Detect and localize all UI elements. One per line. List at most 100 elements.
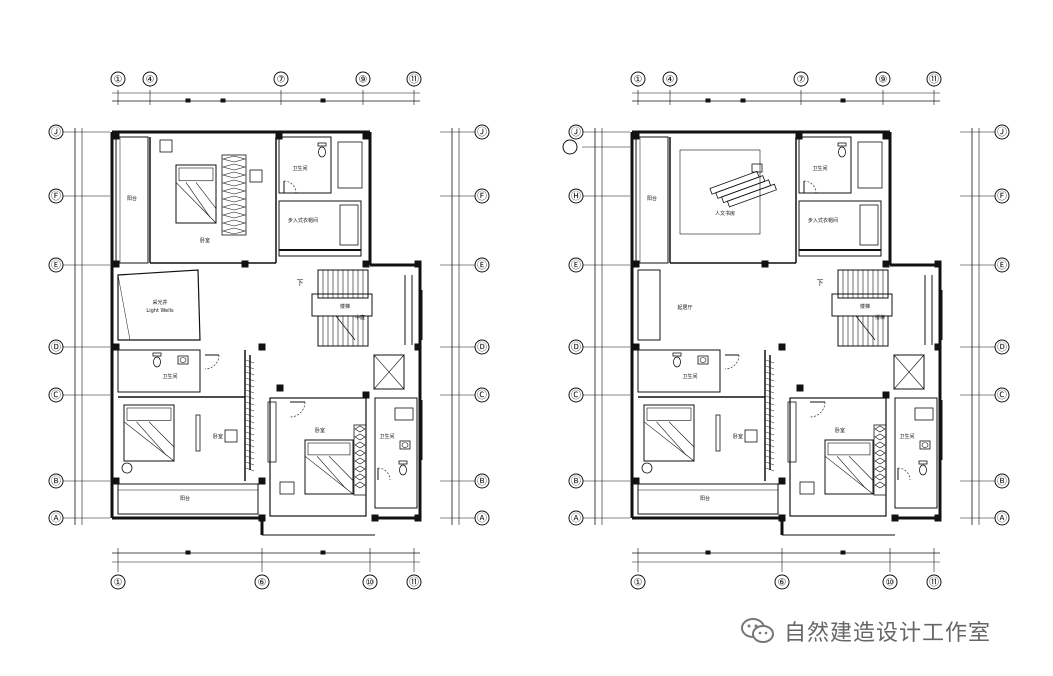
elevator [373, 354, 405, 390]
balcony-west [115, 136, 149, 264]
door-bath-mid-swing [724, 354, 740, 370]
axis-bubble-bottom-3-circle [882, 574, 898, 590]
axis-bubble-top-2: ④ [666, 75, 675, 86]
wardrobe-hanger [765, 449, 775, 454]
column [112, 343, 120, 351]
stair-arrow [855, 315, 876, 341]
column [362, 260, 370, 268]
axis-bubble-right-7-circle [474, 510, 490, 526]
rug-se-motif [354, 457, 366, 465]
axis-bubble-left-6-circle [568, 473, 584, 489]
axis-bubble-bottom-1-circle [630, 574, 646, 590]
toilet-mid-tank [152, 352, 162, 357]
wardrobe-hanger [765, 431, 775, 436]
label-master-bedroom: 卧室 [200, 237, 210, 244]
basin-mid-bowl [699, 357, 707, 363]
rug-motif [221, 195, 247, 203]
wardrobe-hanger [245, 359, 255, 364]
wardrobe-hanger [245, 365, 255, 370]
basin-se-bowl [921, 442, 929, 448]
toilet-top [838, 146, 846, 158]
axis-bubble-right-3-circle [994, 257, 1010, 273]
axis-bubble-bottom-1: ① [114, 578, 123, 589]
axis-bubble-top-2-circle [142, 71, 158, 87]
wardrobe-hanger [245, 371, 255, 376]
rug-motif [221, 219, 247, 227]
wardrobe-hanger [765, 395, 775, 400]
basin-se-bowl [401, 442, 409, 448]
axis-bubble-left-6: Ⓑ [51, 476, 61, 488]
stair-arrow [335, 315, 356, 341]
axis-bubble-left-1: Ⓙ [571, 127, 581, 139]
axis-bubble-right-3: Ⓔ [997, 260, 1007, 272]
axis-bubble-right-2-circle [474, 188, 490, 204]
toilet-se-tank [918, 460, 928, 465]
rug-se-motif [874, 441, 886, 449]
label-stairs: 楼梯 [860, 303, 870, 310]
bath-top [798, 136, 852, 194]
book-shelf-pattern [721, 179, 772, 204]
wardrobe-hanger [765, 383, 775, 388]
light-well-hatch [117, 274, 131, 341]
axis-bubble-left-5: Ⓒ [51, 390, 61, 402]
label-bedroom-sw: 卧室 [733, 433, 743, 440]
axis-bubble-left-3-circle [48, 257, 64, 273]
wardrobe-hanger [245, 389, 255, 394]
column [362, 132, 370, 140]
watermark: 自然建造设计工作室 [740, 614, 991, 648]
toilet-top-tank [317, 142, 327, 147]
-circle [562, 139, 578, 155]
watermark-text: 自然建造设计工作室 [784, 621, 992, 646]
bath-se [894, 397, 938, 509]
dim-text-mark [705, 98, 711, 103]
bed-se-cover-fold [848, 455, 874, 481]
walkin-closet [278, 200, 362, 257]
column [112, 477, 120, 485]
rug-motif [221, 227, 247, 235]
label-bedroom-se: 卧室 [835, 427, 845, 434]
column [934, 260, 942, 268]
wardrobe-hanger [765, 371, 775, 376]
elevator [893, 354, 925, 390]
dim-text-mark [840, 98, 846, 103]
wardrobe-hanger [765, 461, 775, 466]
master-bed-cover-fold [195, 182, 217, 209]
rug-se-motif [354, 441, 366, 449]
balcony-south [117, 483, 259, 515]
axis-bubble-right-3: Ⓔ [477, 260, 487, 272]
axis-bubble-left-5: Ⓒ [571, 390, 581, 402]
door-bedroom-se-swing [809, 401, 826, 418]
label-stair-down: 下 [817, 279, 824, 287]
axis-bubble-bottom-4: ⑪ [409, 577, 419, 589]
column [112, 132, 120, 140]
column [882, 132, 890, 140]
rug-motif [221, 179, 247, 187]
label-bedroom-sw: 卧室 [213, 433, 223, 440]
bath-mid [117, 349, 201, 393]
axis-bubble-right-6-circle [474, 473, 490, 489]
axis-bubble-left-2-circle [48, 188, 64, 204]
axis-bubble-right-5-circle [994, 387, 1010, 403]
rug-se-motif [874, 433, 886, 441]
axis-bubble-right-1: Ⓙ [477, 127, 487, 139]
elevator-cross [373, 354, 405, 390]
rug-motif [221, 211, 247, 219]
axis-bubble-bottom-1: ① [634, 578, 643, 589]
wardrobe-hanger [765, 389, 775, 394]
rug [221, 154, 247, 236]
bed-sw [643, 404, 695, 462]
label-bedroom-se: 卧室 [315, 427, 325, 434]
axis-bubble-top-5-circle [926, 71, 942, 87]
walkin-closet [798, 200, 882, 257]
elevator-cross [893, 354, 925, 390]
bed-sw-cover-fold [668, 421, 695, 448]
dim-text-mark [705, 550, 711, 555]
wardrobe-hanger [765, 413, 775, 418]
axis-bubble-left-4: Ⓓ [51, 342, 61, 354]
rug-se-motif [874, 481, 886, 489]
axis-bubble-right-5-circle [474, 387, 490, 403]
rug-motif [221, 187, 247, 195]
stair-landing [311, 293, 373, 317]
